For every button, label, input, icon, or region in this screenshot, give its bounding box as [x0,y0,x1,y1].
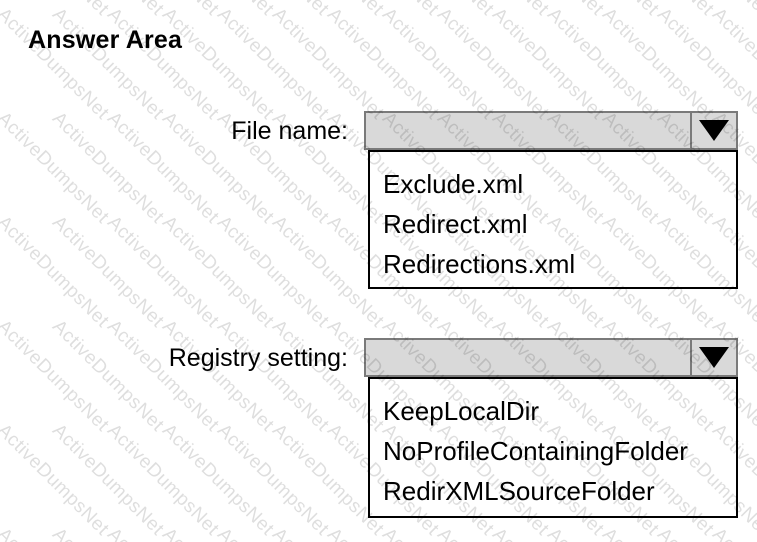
watermark-text: ActiveDumpsNet [652,0,757,21]
file-name-dropdown[interactable] [364,111,738,150]
watermark-text: ActiveDumpsNet [158,212,279,332]
watermark-text: ActiveDumpsNet [432,0,553,21]
watermark-text: ActiveDumpsNet [0,420,114,540]
watermark-text: ActiveDumpsNet [597,524,718,542]
watermark-text: ActiveDumpsNet [0,524,113,542]
watermark-text: ActiveDumpsNet [597,0,718,21]
watermark-text: ActiveDumpsNet [158,4,279,124]
watermark-text: ActiveDumpsNet [487,0,608,21]
file-name-dropdown-arrow-button[interactable] [690,113,736,148]
watermark-text: ActiveDumpsNet [48,316,169,436]
watermark-text: ActiveDumpsNet [543,4,664,124]
option-noprofilecontainingfolder[interactable]: NoProfileContainingFolder [383,436,688,466]
option-redirect-xml[interactable]: Redirect.xml [383,209,528,239]
watermark-text: ActiveDumpsNet [103,4,224,124]
watermark-text: ActiveDumpsNet [213,212,334,332]
watermark-text: ActiveDumpsNet [102,524,223,542]
watermark-text: ActiveDumpsNet [158,316,279,436]
watermark-text: ActiveDumpsNet [103,420,224,540]
watermark-text: ActiveDumpsNet [47,524,168,542]
watermark-text: ActiveDumpsNet [653,4,757,124]
watermark-text: ActiveDumpsNet [598,4,719,124]
watermark-text: ActiveDumpsNet [0,0,113,21]
watermark-text: ActiveDumpsNet [47,0,168,21]
option-exclude-xml[interactable]: Exclude.xml [383,169,524,199]
registry-setting-dropdown-arrow-button[interactable] [690,340,736,375]
watermark-text: ActiveDumpsNet [267,524,388,542]
watermark-text: ActiveDumpsNet [213,420,334,540]
watermark-text: ActiveDumpsNet [433,4,554,124]
watermark-text: ActiveDumpsNet [212,524,333,542]
watermark-text: ActiveDumpsNet [48,420,169,540]
watermark-text: ActiveDumpsNet [212,0,333,21]
dropdown-arrow-icon [699,120,729,141]
watermark-text: ActiveDumpsNet [322,0,443,21]
registry-setting-label: Registry setting: [168,344,348,372]
watermark-text: ActiveDumpsNet [652,524,757,542]
option-redirections-xml[interactable]: Redirections.xml [383,249,576,279]
watermark-text: ActiveDumpsNet [323,4,444,124]
watermark-text: ActiveDumpsNet [707,0,757,21]
watermark-text: ActiveDumpsNet [378,4,499,124]
registry-setting-options-list: KeepLocalDir NoProfileContainingFolder R… [368,377,738,518]
file-name-dropdown-value[interactable] [366,113,690,148]
watermark-text: ActiveDumpsNet [213,4,334,124]
dropdown-arrow-icon [699,347,729,368]
watermark-text: ActiveDumpsNet [48,4,169,124]
watermark-text: ActiveDumpsNet [268,4,389,124]
watermark-text: ActiveDumpsNet [157,0,278,21]
watermark-text: ActiveDumpsNet [542,0,663,21]
watermark-text: ActiveDumpsNet [102,0,223,21]
watermark-text: ActiveDumpsNet [103,212,224,332]
watermark-text: ActiveDumpsNet [488,4,609,124]
watermark-text: ActiveDumpsNet [0,212,114,332]
watermark-text: ActiveDumpsNet [0,4,114,124]
watermark-text: ActiveDumpsNet [213,316,334,436]
watermark-text: ActiveDumpsNet [377,524,498,542]
registry-setting-dropdown[interactable] [364,338,738,377]
file-name-label: File name: [231,117,348,145]
file-name-options-list: Exclude.xml Redirect.xml Redirections.xm… [368,150,738,289]
watermark-text: ActiveDumpsNet [432,524,553,542]
watermark-text: ActiveDumpsNet [158,420,279,540]
watermark-text: ActiveDumpsNet [487,524,608,542]
watermark-text: ActiveDumpsNet [377,0,498,21]
watermark-text: ActiveDumpsNet [707,524,757,542]
registry-setting-dropdown-value[interactable] [366,340,690,375]
watermark-text: ActiveDumpsNet [103,316,224,436]
option-keeplocaldir[interactable]: KeepLocalDir [383,396,540,426]
watermark-text: ActiveDumpsNet [267,0,388,21]
watermark-text: ActiveDumpsNet [157,524,278,542]
option-redirxmlsourcefolder[interactable]: RedirXMLSourceFolder [383,476,655,506]
watermark-text: ActiveDumpsNet [708,4,757,124]
watermark-text: ActiveDumpsNet [48,212,169,332]
watermark-text: ActiveDumpsNet [0,316,114,436]
watermark-text: ActiveDumpsNet [542,524,663,542]
watermark-text: ActiveDumpsNet [322,524,443,542]
answer-area-title: Answer Area [28,26,183,54]
